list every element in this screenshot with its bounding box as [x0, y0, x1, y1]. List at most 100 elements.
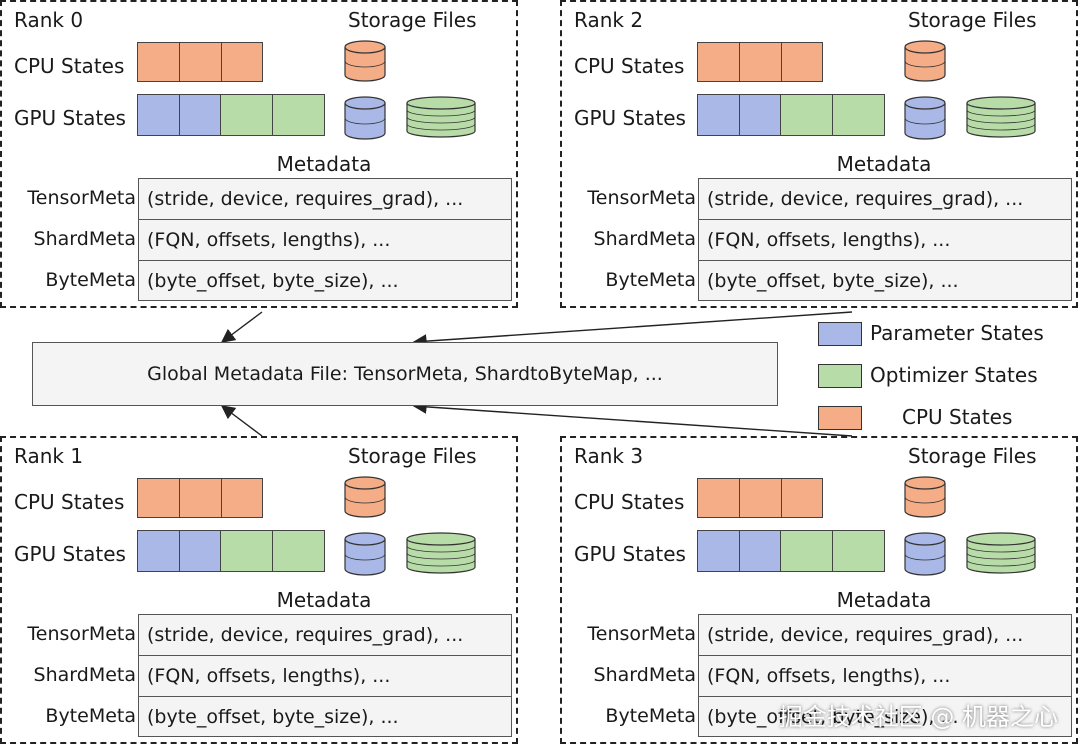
- optim-storage-cylinder-icon: [966, 532, 1036, 578]
- gpu-state-cell: [739, 94, 781, 136]
- arrow-rank3: [412, 399, 853, 437]
- optim-storage-cylinder-icon: [406, 532, 476, 578]
- metadata-key: ShardMeta: [593, 664, 696, 686]
- gpu-states-bar: [137, 530, 325, 572]
- rank-title: Rank 3: [574, 444, 644, 468]
- metadata-row: ByteMeta(byte_offset, byte_size), ...: [568, 696, 1072, 737]
- metadata-title: Metadata: [836, 152, 932, 176]
- legend-optimizer-swatch: [818, 364, 862, 388]
- metadata-value: (stride, device, requires_grad), ...: [698, 178, 1072, 219]
- metadata-key: TensorMeta: [587, 187, 696, 209]
- metadata-title: Metadata: [276, 152, 372, 176]
- cpu-states-label: CPU States: [574, 54, 685, 78]
- metadata-table: TensorMeta(stride, device, requires_grad…: [568, 178, 1072, 301]
- watermark: 掘金技术社区 @ 机器之心: [778, 703, 1058, 731]
- gpu-states-label: GPU States: [574, 106, 686, 130]
- metadata-row: ShardMeta(FQN, offsets, lengths), ...: [8, 219, 512, 260]
- storage-files-title: Storage Files: [348, 444, 477, 468]
- cpu-states-bar: [137, 478, 263, 518]
- rank-title: Rank 1: [14, 444, 84, 468]
- gpu-state-cell: [697, 530, 740, 572]
- metadata-row: TensorMeta(stride, device, requires_grad…: [8, 178, 512, 219]
- metadata-row: ByteMeta(byte_offset, byte_size), ...: [568, 260, 1072, 301]
- metadata-key: ShardMeta: [33, 228, 136, 250]
- metadata-row: TensorMeta(stride, device, requires_grad…: [568, 614, 1072, 655]
- metadata-value: (FQN, offsets, lengths), ...: [698, 655, 1072, 696]
- legend-parameter-label: Parameter States: [870, 321, 1044, 345]
- gpu-states-label: GPU States: [14, 106, 126, 130]
- gpu-state-cell: [272, 530, 325, 572]
- param-storage-cylinder-icon: [904, 532, 946, 580]
- cpu-states-label: CPU States: [14, 54, 125, 78]
- cpu-state-cell: [137, 478, 180, 518]
- cpu-states-bar: [697, 478, 823, 518]
- metadata-title: Metadata: [836, 588, 932, 612]
- metadata-key: ByteMeta: [605, 705, 696, 727]
- gpu-states-label: GPU States: [574, 542, 686, 566]
- gpu-state-cell: [272, 94, 325, 136]
- gpu-state-cell: [739, 530, 781, 572]
- gpu-state-cell: [832, 94, 885, 136]
- metadata-value: (FQN, offsets, lengths), ...: [138, 655, 512, 696]
- metadata-title: Metadata: [276, 588, 372, 612]
- metadata-row: ShardMeta(FQN, offsets, lengths), ...: [568, 655, 1072, 696]
- metadata-value: (FQN, offsets, lengths), ...: [698, 219, 1072, 260]
- metadata-key: TensorMeta: [587, 623, 696, 645]
- gpu-state-cell: [780, 94, 833, 136]
- metadata-value: (byte_offset, byte_size), ...: [698, 260, 1072, 301]
- metadata-key: ByteMeta: [605, 269, 696, 291]
- gpu-state-cell: [832, 530, 885, 572]
- metadata-value: (FQN, offsets, lengths), ...: [138, 219, 512, 260]
- metadata-value: (byte_offset, byte_size), ...: [698, 696, 1072, 737]
- storage-files-title: Storage Files: [908, 8, 1037, 32]
- global-metadata-file: Global Metadata File: TensorMeta, Shardt…: [32, 342, 778, 406]
- optim-storage-cylinder-icon: [966, 96, 1036, 142]
- metadata-table: TensorMeta(stride, device, requires_grad…: [8, 614, 512, 737]
- cpu-states-label: CPU States: [14, 490, 125, 514]
- gpu-state-cell: [220, 530, 273, 572]
- cpu-state-cell: [137, 42, 180, 82]
- cpu-state-cell: [781, 478, 823, 518]
- cpu-storage-cylinder-icon: [344, 476, 386, 522]
- metadata-value: (byte_offset, byte_size), ...: [138, 696, 512, 737]
- arrow-rank2: [412, 311, 853, 349]
- metadata-row: ByteMeta(byte_offset, byte_size), ...: [8, 696, 512, 737]
- rank-title: Rank 0: [14, 8, 84, 32]
- arrow-rank1: [220, 405, 263, 437]
- cpu-storage-cylinder-icon: [904, 476, 946, 522]
- legend-optimizer-label: Optimizer States: [870, 363, 1038, 387]
- legend-parameter-swatch: [818, 322, 862, 346]
- gpu-state-cell: [137, 94, 180, 136]
- global-metadata-text: Global Metadata File: TensorMeta, Shardt…: [147, 363, 663, 385]
- storage-files-title: Storage Files: [348, 8, 477, 32]
- gpu-states-bar: [697, 530, 885, 572]
- cpu-state-cell: [781, 42, 823, 82]
- cpu-state-cell: [221, 42, 263, 82]
- gpu-states-bar: [697, 94, 885, 136]
- metadata-row: TensorMeta(stride, device, requires_grad…: [8, 614, 512, 655]
- cpu-states-bar: [697, 42, 823, 82]
- cpu-state-cell: [739, 42, 782, 82]
- gpu-state-cell: [137, 530, 180, 572]
- metadata-row: ShardMeta(FQN, offsets, lengths), ...: [568, 219, 1072, 260]
- metadata-key: ShardMeta: [593, 228, 696, 250]
- metadata-row: ByteMeta(byte_offset, byte_size), ...: [8, 260, 512, 301]
- cpu-state-cell: [221, 478, 263, 518]
- cpu-states-bar: [137, 42, 263, 82]
- legend-cpu-swatch: [818, 406, 862, 430]
- metadata-table: TensorMeta(stride, device, requires_grad…: [568, 614, 1072, 737]
- storage-files-title: Storage Files: [908, 444, 1037, 468]
- metadata-value: (stride, device, requires_grad), ...: [138, 178, 512, 219]
- optim-storage-cylinder-icon: [406, 96, 476, 142]
- cpu-state-cell: [739, 478, 782, 518]
- metadata-table: TensorMeta(stride, device, requires_grad…: [8, 178, 512, 301]
- metadata-key: ByteMeta: [45, 269, 136, 291]
- metadata-key: TensorMeta: [27, 623, 136, 645]
- metadata-value: (stride, device, requires_grad), ...: [138, 614, 512, 655]
- gpu-state-cell: [220, 94, 273, 136]
- gpu-states-label: GPU States: [14, 542, 126, 566]
